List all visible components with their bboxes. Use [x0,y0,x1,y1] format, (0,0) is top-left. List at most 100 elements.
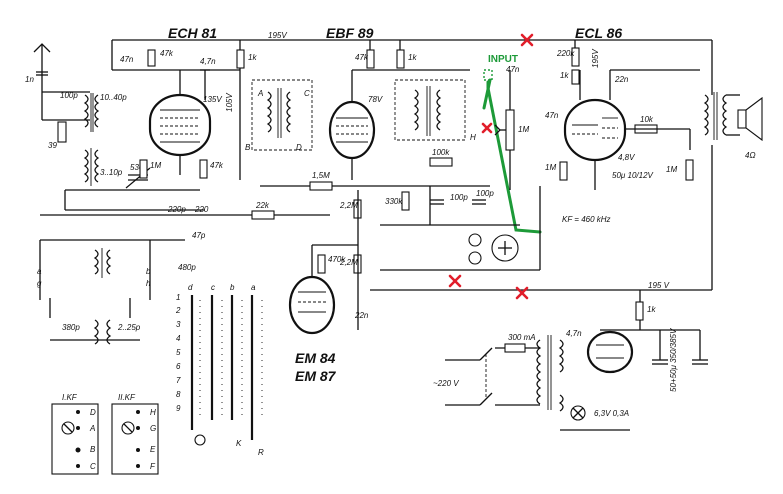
label-4-7n: 4,7n [566,329,582,338]
label-r24: 1k [248,53,257,62]
resistor-100k [429,157,453,167]
label-pot: 1M [518,125,529,134]
cap-100p-label: 100p [60,91,78,100]
label-380p: 380p [62,323,80,332]
oscillator-coil [93,248,112,345]
speaker-impedance: 4Ω [745,151,756,160]
svg-text:7: 7 [176,376,181,385]
svg-text:1: 1 [176,293,180,302]
svg-text:K: K [236,439,242,448]
tube-ech81-label: ECH 81 [168,25,217,41]
antenna-cap-label: 1n [25,75,34,84]
svg-text:8: 8 [176,390,181,399]
volume-potentiometer [494,70,515,190]
resistor-supply [635,301,644,321]
fuse-icon [504,343,526,353]
rectifier-tube [586,330,634,374]
svg-text:3: 3 [176,320,181,329]
label-22n-em: 22n [354,311,369,320]
speaker-icon [737,96,763,142]
capacitor-100p-b [472,199,486,205]
resistor-1m-grid [559,161,568,181]
svg-text:R: R [258,448,264,457]
fuse-label: 300 mA [508,333,536,342]
tube-ebf89 [328,70,376,180]
label-voltage-ecl: 195V [591,49,600,68]
voltage-78v: 78V [368,95,383,104]
input-connector-icon [483,69,493,81]
band-label-b: b [146,267,151,276]
if-frequency-label: KF = 460 kHz [562,215,611,224]
label-r58: 1k [560,71,569,80]
label-220: 220 [194,205,209,214]
svg-text:E: E [150,445,156,454]
input-label: INPUT [488,54,518,65]
svg-text:a: a [251,283,256,292]
svg-text:B: B [245,143,251,152]
svg-text:9: 9 [176,404,181,413]
label-1m-fb: 1M [666,165,677,174]
label-100p-a: 100p [450,193,468,202]
label-r-input: 39 [48,141,57,150]
svg-text:A: A [89,424,95,433]
resistor-470k [317,254,326,274]
label-1m-grid: 1M [545,163,556,172]
svg-text:H: H [150,408,156,417]
trimmer-3-10p: 3..10p [100,168,123,177]
resistor-r42 [396,49,405,69]
label-100p-b: 100p [476,189,494,198]
label-c47n: 47n [120,55,134,64]
input-wire [486,80,542,234]
label-2-2m-b: 2,2M [339,258,358,267]
svg-text:c: c [211,283,215,292]
coil-box-2-title: II.KF [118,393,136,402]
svg-text:4: 4 [176,334,181,343]
label-2-2m: 2,2M [339,201,358,210]
band-label-a: a [37,267,42,276]
label-22k: 22k [255,201,270,210]
resistor-330k [401,191,410,211]
label-2-25p: 2..25p [117,323,141,332]
mains-voltage-label: ~220 V [433,379,459,388]
lamp-label: 6,3V 0,3A [594,409,629,418]
input-coil [83,93,100,186]
coil-box-1-title: I.KF [62,393,78,402]
resistor-r-ebf [366,49,375,69]
label-r42: 1k [408,53,417,62]
voltage-105v: 105V [225,93,234,112]
tube-ecl86-label: ECL 86 [575,25,622,41]
output-transformer [703,92,740,140]
svg-text:6: 6 [176,362,181,371]
resistor-22k [251,210,275,220]
label-1m: 1M [150,161,161,170]
svg-text:F: F [150,462,156,471]
voltage-135v: 135V [203,95,222,104]
svg-text:B: B [90,445,96,454]
label-c-input: 47n [506,65,520,74]
resistor-r58 [571,69,580,85]
band-label-g: g [37,279,42,288]
resistor-r77 [147,49,156,67]
resistor-r-input [57,121,67,143]
tube-ech81 [148,70,212,175]
b-plus-rail [112,39,713,300]
label-r57: 220k [556,49,575,58]
label-r77: 47k [160,49,174,58]
svg-text:530p: 530p [130,163,148,172]
voltage-195v-top: 195V [268,31,287,40]
if-transformer-2: H [394,79,476,142]
resistor-47k [199,159,208,179]
svg-text:C: C [90,462,96,471]
svg-text:H: H [470,133,476,142]
pickup-socket-icon [468,233,519,265]
label-47p: 47p [192,231,206,240]
label-100k: 100k [432,148,450,157]
resistor-1m-fb [685,159,694,181]
reservoir-label: 50+50μ 350/385V [669,328,678,392]
antenna-icon [33,43,51,120]
reservoir-capacitors [652,330,708,365]
tube-em87-label: EM 87 [295,368,337,384]
tube-em84 [288,245,336,335]
label-10k: 10k [640,115,654,124]
